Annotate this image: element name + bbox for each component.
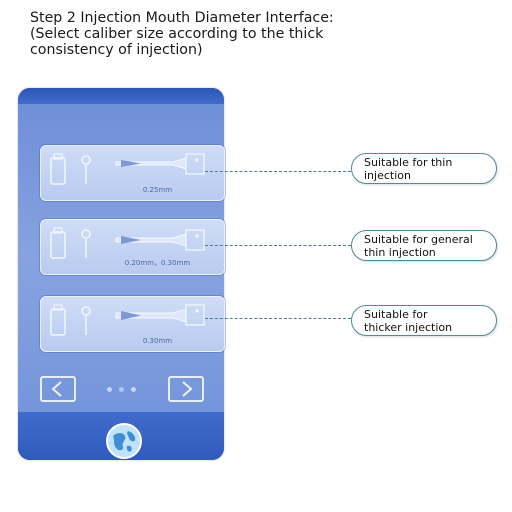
callout-line-2: thin injection: [364, 245, 436, 259]
callout-line-2: thicker injection: [364, 320, 453, 334]
needle-icon: [50, 304, 205, 336]
globe-icon[interactable]: [105, 422, 143, 460]
callout-line-1: Suitable for thin: [364, 156, 453, 169]
page-dot: [107, 387, 112, 392]
leader-line: [205, 171, 351, 172]
callout-thin: Suitable for thin injection: [351, 153, 497, 184]
heading-line-3: consistency of injection): [30, 42, 203, 58]
caliber-option-thick[interactable]: 0.30mm: [40, 296, 225, 352]
heading-line-2: (Select caliber size according to the th…: [30, 26, 324, 42]
leader-line: [205, 245, 351, 246]
callout-thick: Suitable for thicker injection: [351, 305, 497, 336]
caliber-size-label: 0.20mm，0.30mm: [124, 259, 191, 267]
callout-line-1: Suitable for general: [364, 233, 473, 246]
callout-line-2: injection: [364, 168, 411, 182]
leader-line: [205, 318, 351, 319]
instruction-heading: Step 2 Injection Mouth Diameter Interfac…: [30, 10, 500, 58]
chevron-right-icon: [182, 381, 193, 397]
needle-icon: [50, 227, 205, 259]
heading-line-1: Step 2 Injection Mouth Diameter Interfac…: [30, 10, 334, 26]
caliber-option-thin[interactable]: 0.25mm: [40, 145, 225, 201]
prev-page-button[interactable]: [40, 376, 76, 402]
caliber-size-label: 0.25mm: [142, 186, 173, 194]
caliber-size-label: 0.30mm: [142, 337, 173, 345]
chevron-left-icon: [51, 381, 62, 397]
next-page-button[interactable]: [168, 376, 204, 402]
page-dot-active: [119, 387, 124, 392]
page-dot: [131, 387, 136, 392]
needle-icon: [50, 153, 205, 185]
caliber-option-general[interactable]: 0.20mm，0.30mm: [40, 219, 225, 275]
device-top-bar: [18, 88, 224, 106]
callout-general: Suitable for general thin injection: [351, 230, 497, 261]
callout-line-1: Suitable for: [364, 308, 428, 321]
